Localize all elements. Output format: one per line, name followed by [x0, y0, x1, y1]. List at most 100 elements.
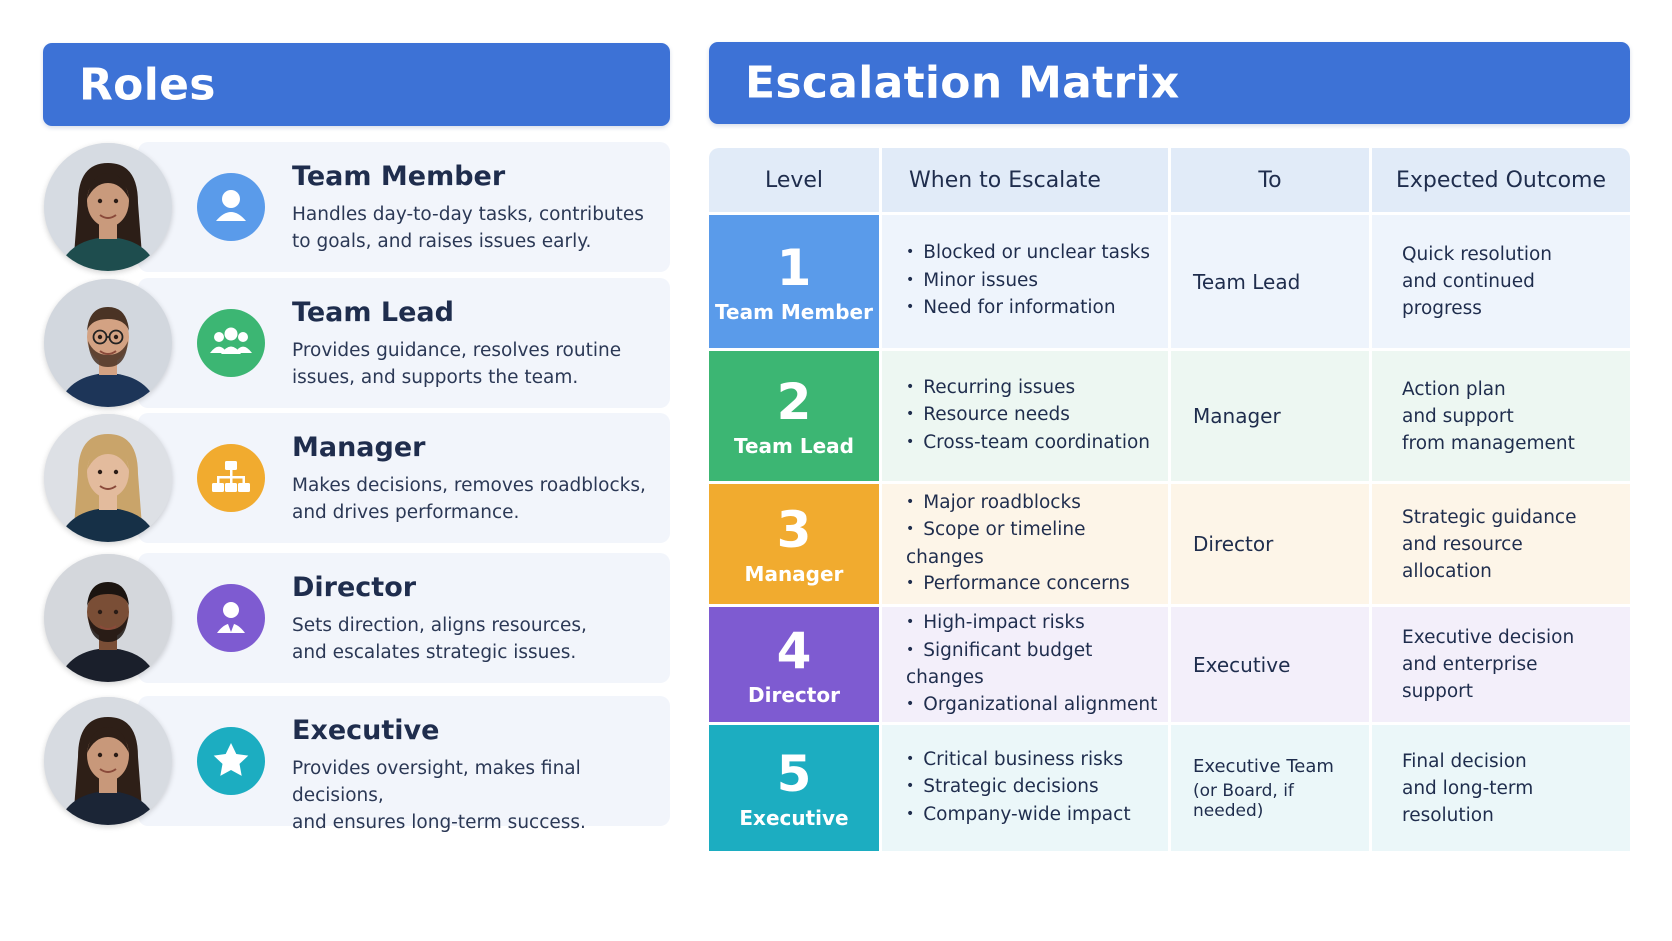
avatar	[44, 143, 172, 271]
expected-outcome-cell: Executive decision and enterprise support	[1372, 607, 1630, 722]
trigger-item: Critical business risks	[906, 747, 1131, 775]
trigger-item: Minor issues	[906, 268, 1150, 296]
escalate-to-line: Team Lead	[1193, 269, 1301, 294]
outcome-line: support	[1402, 681, 1474, 702]
trigger-item: Significant budget changes	[906, 638, 1168, 692]
escalate-to-line: Manager	[1193, 404, 1281, 428]
level-role-name: Director	[748, 682, 840, 707]
escalate-to-text: Executive	[1193, 653, 1290, 677]
when-to-escalate-cell: Major roadblocksScope or timeline change…	[882, 484, 1168, 604]
outcome-line: and long-term	[1402, 777, 1534, 799]
when-to-escalate-cell: Blocked or unclear tasksMinor issuesNeed…	[882, 215, 1168, 348]
column-header-to: To	[1171, 148, 1369, 212]
trigger-list: Recurring issuesResource needsCross-team…	[906, 375, 1150, 458]
level-number: 3	[776, 501, 812, 559]
trigger-item: Cross-team coordination	[906, 430, 1150, 458]
outcome-line: and enterprise	[1402, 654, 1538, 675]
trigger-item: Recurring issues	[906, 375, 1150, 403]
outcome-line: Quick resolution	[1402, 244, 1553, 265]
trigger-item: Organizational alignment	[906, 692, 1168, 720]
escalate-to-line: (or Board, if needed)	[1193, 780, 1294, 821]
role-title: Executive	[292, 715, 440, 746]
column-header-outcome: Expected Outcome	[1372, 148, 1630, 212]
escalation-matrix-table: Level When to Escalate To Expected Outco…	[709, 148, 1630, 888]
escalate-to-text: Manager	[1193, 404, 1281, 428]
table-row: 4DirectorHigh-impact risksSignificant bu…	[709, 607, 1630, 722]
when-to-escalate-cell: Critical business risksStrategic decisio…	[882, 725, 1168, 851]
org-chart-icon	[197, 444, 265, 512]
trigger-item: Scope or timeline changes	[906, 517, 1168, 571]
escalate-to-cell: Manager	[1171, 351, 1369, 481]
role-description-line: issues, and supports the team.	[292, 367, 579, 388]
role-description-line: Provides guidance, resolves routine	[292, 340, 622, 361]
outcome-line: progress	[1402, 298, 1482, 319]
trigger-item: Strategic decisions	[906, 774, 1131, 802]
role-description-line: to goals, and raises issues early.	[292, 231, 592, 252]
outcome-line: Final decision	[1402, 750, 1527, 772]
table-row: 3ManagerMajor roadblocksScope or timelin…	[709, 484, 1630, 604]
role-description-line: and drives performance.	[292, 502, 520, 523]
role-title: Team Lead	[292, 297, 454, 328]
role-description-line: Makes decisions, removes roadblocks,	[292, 475, 646, 496]
level-number: 4	[776, 621, 812, 680]
trigger-list: Critical business risksStrategic decisio…	[906, 747, 1131, 830]
escalate-to-line: Executive Team	[1193, 755, 1334, 777]
trigger-item: Performance concerns	[906, 571, 1168, 599]
role-title: Team Member	[292, 161, 506, 192]
outcome-line: Action plan	[1402, 378, 1506, 400]
expected-outcome-cell: Strategic guidance and resource allocation	[1372, 484, 1630, 604]
person-icon	[197, 173, 265, 241]
trigger-item: Resource needs	[906, 402, 1150, 430]
level-number: 1	[776, 238, 812, 297]
escalate-to-cell: Director	[1171, 484, 1369, 604]
outcome-line: from management	[1402, 432, 1575, 454]
role-description: Makes decisions, removes roadblocks, and …	[292, 472, 652, 526]
column-header-when: When to Escalate	[882, 148, 1168, 212]
role-description: Provides oversight, makes final decision…	[292, 755, 652, 836]
role-description-line: and escalates strategic issues.	[292, 642, 577, 663]
role-description-line: and ensures long-term success.	[292, 812, 586, 833]
role-description-line: Handles day-to-day tasks, contributes	[292, 204, 644, 225]
trigger-item: High-impact risks	[906, 610, 1168, 638]
level-number: 2	[776, 373, 812, 431]
role-description-line: Provides oversight, makes final decision…	[292, 758, 581, 806]
expected-outcome-cell: Quick resolution and continued progress	[1372, 215, 1630, 348]
escalate-to-line: Director	[1193, 532, 1274, 556]
outcome-line: allocation	[1402, 560, 1492, 582]
trigger-list: Major roadblocksScope or timeline change…	[906, 490, 1168, 599]
outcome-line: Strategic guidance	[1402, 506, 1577, 528]
outcome-line: and resource	[1402, 533, 1523, 555]
trigger-list: High-impact risksSignificant budget chan…	[906, 610, 1168, 719]
role-title: Director	[292, 572, 417, 603]
role-description: Sets direction, aligns resources,and esc…	[292, 612, 652, 666]
escalate-to-line: Executive	[1193, 652, 1291, 677]
escalate-to-text: Team Lead	[1193, 270, 1300, 294]
group-icon	[197, 309, 265, 377]
outcome-line: and continued	[1402, 271, 1535, 292]
expected-outcome-text: Quick resolution and continued progress	[1402, 241, 1552, 322]
level-role-name: Manager	[744, 562, 844, 586]
trigger-item: Company-wide impact	[906, 802, 1130, 830]
outcome-line: Executive decision	[1402, 627, 1575, 648]
roles-title: Roles	[79, 59, 216, 110]
role-description: Handles day-to-day tasks, contributes to …	[292, 201, 652, 255]
when-to-escalate-cell: Recurring issuesResource needsCross-team…	[882, 351, 1168, 481]
matrix-title: Escalation Matrix	[745, 57, 1180, 109]
roles-header: Roles	[43, 43, 670, 126]
trigger-item: Major roadblocks	[906, 490, 1168, 518]
avatar	[44, 697, 172, 825]
avatar	[44, 279, 172, 407]
expected-outcome-text: Strategic guidance and resource allocation	[1402, 504, 1576, 585]
